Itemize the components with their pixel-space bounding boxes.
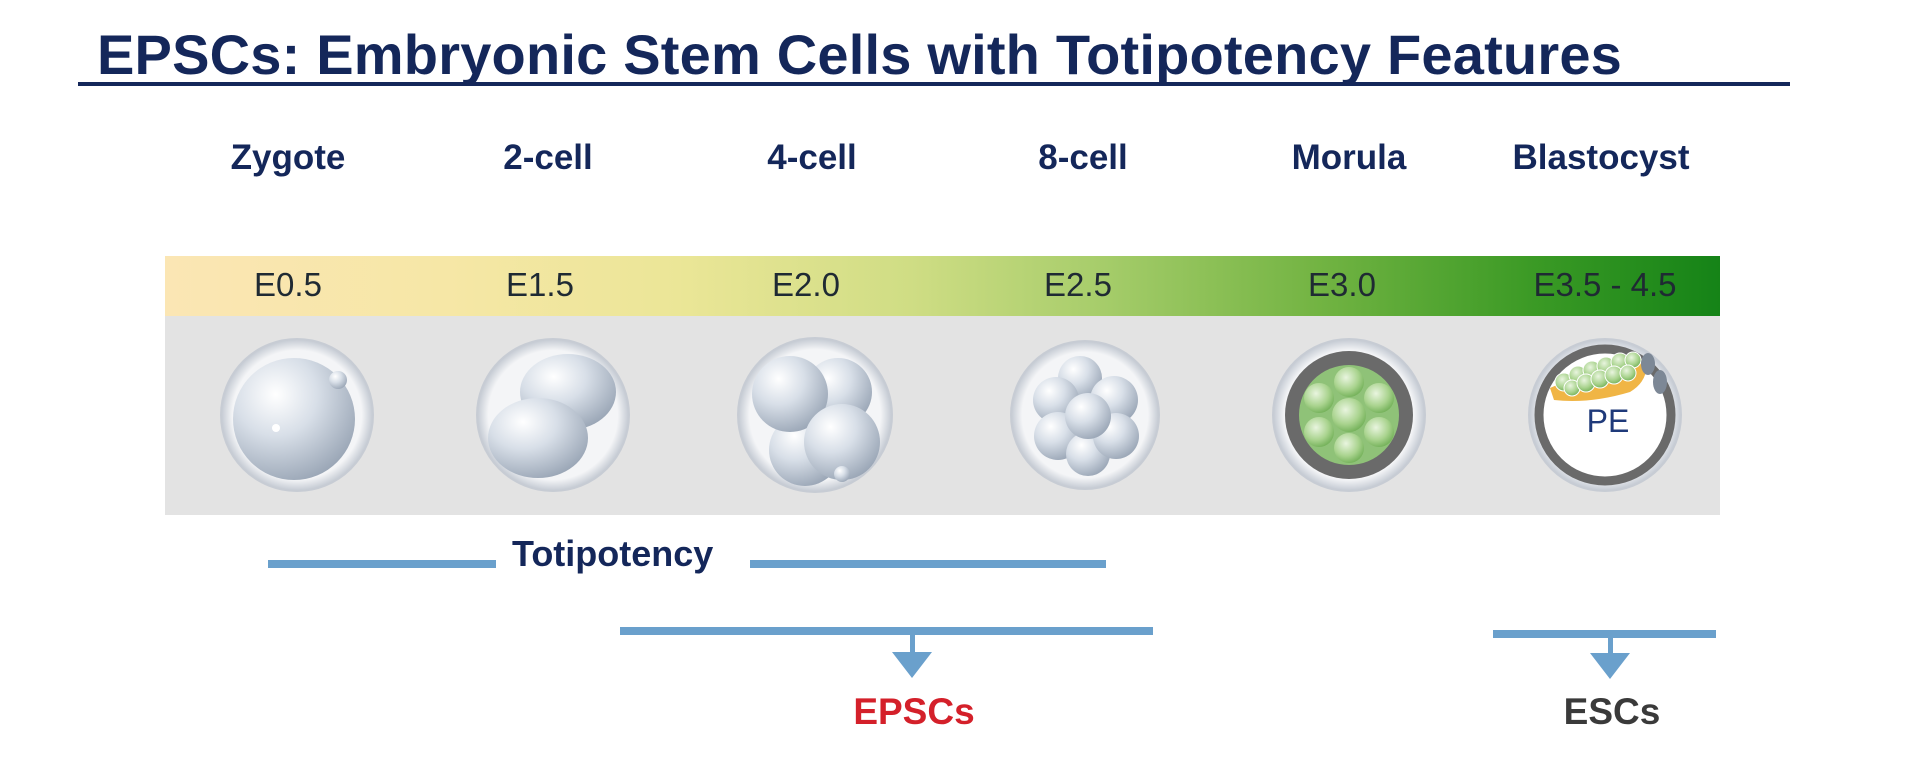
totipotency-label: Totipotency (512, 533, 714, 574)
day-label-4-cell: E2.0 (772, 266, 840, 303)
day-label-zygote: E0.5 (254, 266, 322, 303)
escs-arrow-stem (1608, 635, 1613, 657)
blastocyst-pe-label: PE (1587, 403, 1630, 439)
developmental-timeline-band (165, 256, 1720, 316)
epscs-arrow-stem (910, 632, 915, 656)
escs-label: ESCs (1563, 691, 1661, 732)
escs-range-bar (1493, 630, 1716, 638)
stage-label-zygote: Zygote (230, 138, 346, 177)
zygote-embryo-icon (220, 338, 374, 492)
stage-label-2-cell: 2-cell (503, 138, 593, 177)
morula-embryo-icon (1272, 338, 1426, 492)
epscs-label: EPSCs (853, 691, 975, 732)
stage-label-morula: Morula (1291, 138, 1407, 177)
4-cell-embryo-icon (737, 337, 893, 493)
epscs-arrow-icon (892, 652, 932, 678)
escs-arrow-icon (1590, 653, 1630, 679)
title-underline (78, 82, 1790, 86)
2-cell-embryo-icon (476, 338, 630, 492)
8-cell-embryo-icon (1010, 340, 1160, 490)
day-label-2-cell: E1.5 (506, 266, 574, 303)
stage-label-4-cell: 4-cell (767, 138, 857, 177)
stage-label-blastocyst: Blastocyst (1512, 138, 1690, 177)
epscs-range-bar (620, 627, 1153, 635)
totipotency-bar-right (750, 560, 1106, 568)
day-label-morula: E3.0 (1308, 266, 1376, 303)
embryo-panel (165, 316, 1720, 515)
blastocyst-embryo-icon: PE (1528, 338, 1682, 492)
totipotency-bar-left (268, 560, 496, 568)
day-label-blastocyst: E3.5 - 4.5 (1533, 266, 1677, 303)
stage-label-8-cell: 8-cell (1038, 138, 1128, 177)
day-label-8-cell: E2.5 (1044, 266, 1112, 303)
page-title: EPSCs: Embryonic Stem Cells with Totipot… (97, 23, 1623, 86)
